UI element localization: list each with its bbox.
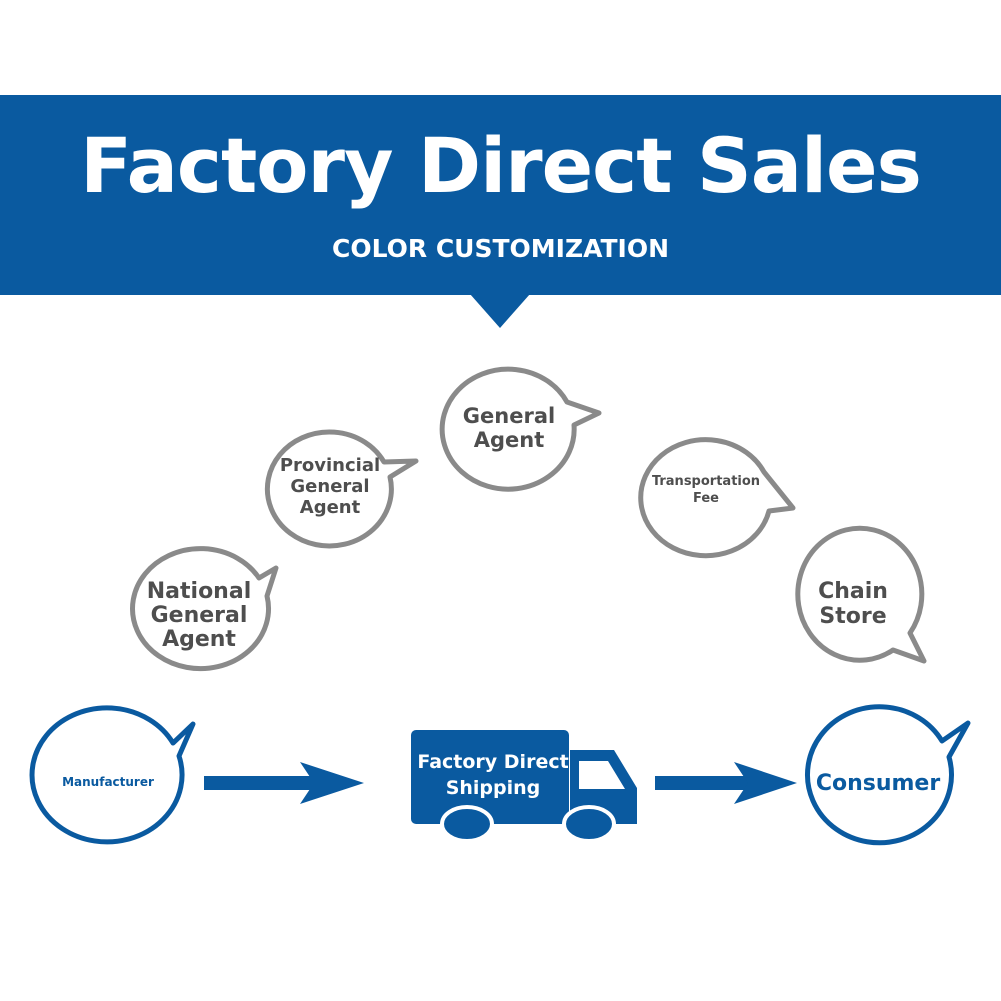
manufacturer-bubble: Manufacturer xyxy=(29,705,196,845)
provincial-label-line3: Agent xyxy=(300,497,361,518)
provincial-label-line2: General xyxy=(290,476,369,497)
provincial-label-line1: Provincial xyxy=(280,455,380,476)
header-banner xyxy=(0,95,1001,295)
speech-bubble-outline xyxy=(29,705,196,845)
speech-bubble-outline xyxy=(439,366,602,492)
speech-bubble-outline xyxy=(805,704,971,846)
banner-pointer xyxy=(470,294,530,328)
consumer-label: Consumer xyxy=(816,771,941,796)
truck-wheel-rear xyxy=(440,805,494,843)
truck-wheel-front xyxy=(562,805,616,843)
national-label-line2: General xyxy=(151,603,248,628)
general-agent-label-line1: General xyxy=(463,404,555,428)
speech-bubble-outline xyxy=(130,546,279,672)
chain-store-bubble: Chain Store xyxy=(795,525,927,664)
national-general-agent-bubble: National General Agent xyxy=(130,546,279,672)
provincial-general-agent-bubble: Provincial General Agent xyxy=(264,429,419,549)
page-subtitle: COLOR CUSTOMIZATION xyxy=(331,234,670,263)
truck-label-line2: Shipping xyxy=(446,777,541,799)
general-agent-label-line2: Agent xyxy=(474,428,545,452)
national-label-line1: National xyxy=(147,579,251,604)
page-title: Factory Direct Sales xyxy=(80,121,922,210)
national-label-line3: Agent xyxy=(162,627,236,652)
speech-bubble-outline xyxy=(264,429,419,549)
consumer-bubble: Consumer xyxy=(805,704,971,846)
transportation-fee-bubble: Transportation Fee xyxy=(638,437,796,559)
transportation-label-line1: Transportation xyxy=(652,474,760,489)
speech-bubble-outline xyxy=(795,525,927,664)
chain-store-label-line2: Store xyxy=(819,604,886,629)
truck-cargo-box xyxy=(411,730,569,824)
chain-store-label-line1: Chain xyxy=(818,579,888,604)
manufacturer-label: Manufacturer xyxy=(62,775,154,789)
truck-window xyxy=(579,761,625,789)
right-arrow-icon xyxy=(204,762,364,804)
general-agent-bubble: General Agent xyxy=(439,366,602,492)
truck-label-line1: Factory Direct xyxy=(417,751,568,773)
right-arrow-icon xyxy=(655,762,797,804)
delivery-truck-icon: Factory Direct Shipping xyxy=(411,730,637,843)
transportation-label-line2: Fee xyxy=(693,491,719,506)
speech-bubble-outline xyxy=(638,437,796,559)
